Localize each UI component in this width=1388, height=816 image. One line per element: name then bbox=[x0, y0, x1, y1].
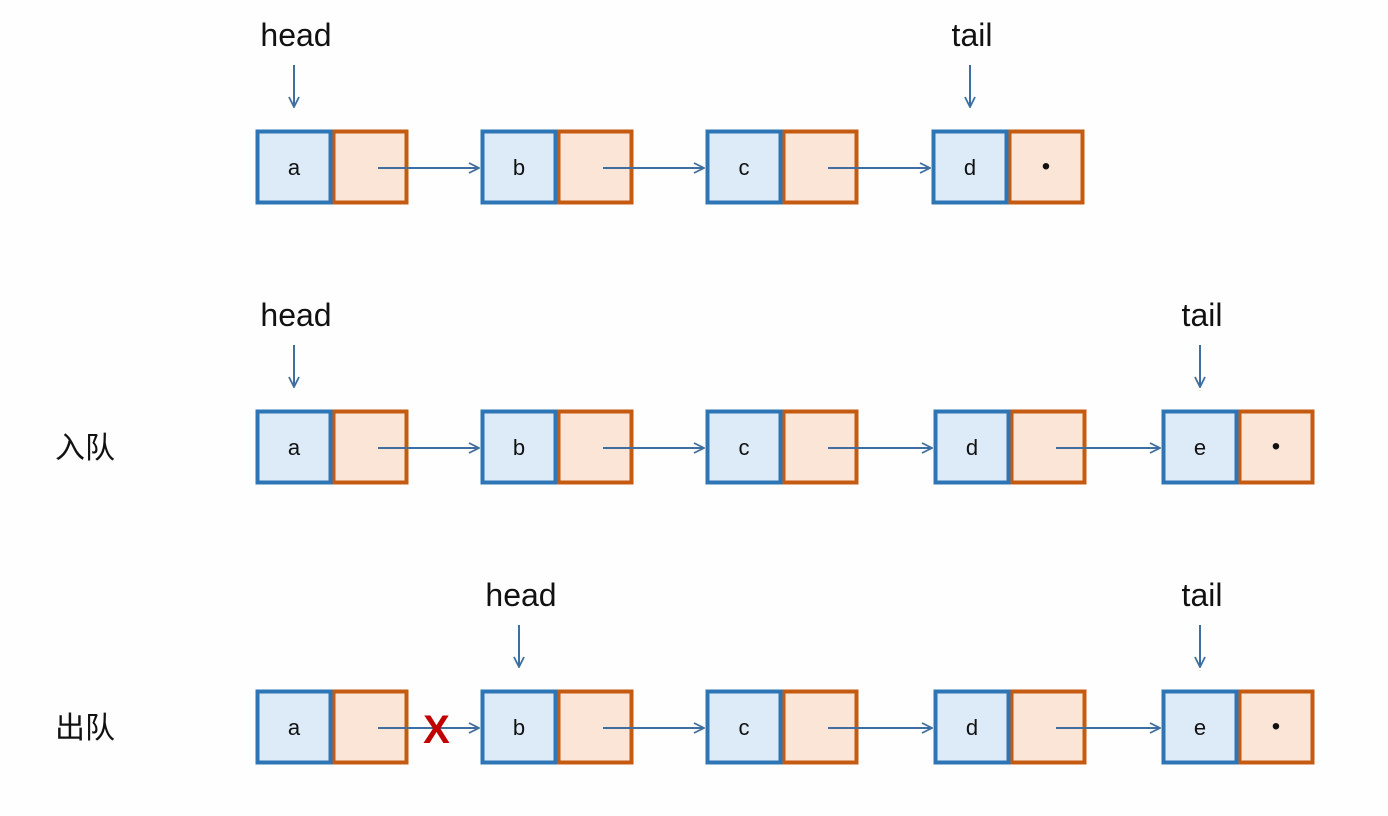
node-value: b bbox=[513, 155, 525, 180]
null-marker: • bbox=[1272, 433, 1280, 460]
head-pointer: head bbox=[485, 577, 557, 667]
node-value: b bbox=[513, 435, 525, 460]
node-data-cell bbox=[255, 409, 333, 485]
list-node: e bbox=[1161, 409, 1315, 485]
tail-pointer: tail bbox=[1182, 577, 1223, 667]
cut-link-mark: X bbox=[423, 708, 450, 752]
node-value: e bbox=[1194, 715, 1206, 740]
node-data-cell bbox=[1161, 689, 1239, 765]
node-data-cell bbox=[255, 129, 333, 205]
row-label: 入队 bbox=[55, 431, 115, 466]
list-node: e bbox=[1161, 689, 1315, 765]
node-data-cell bbox=[705, 409, 783, 485]
list-node: d bbox=[933, 689, 1087, 765]
node-value: e bbox=[1194, 435, 1206, 460]
list-node: c bbox=[705, 409, 859, 485]
null-marker: • bbox=[1272, 713, 1280, 740]
tail-pointer: tail bbox=[1182, 297, 1223, 387]
list-node: d bbox=[933, 409, 1087, 485]
node-next-cell bbox=[1237, 689, 1315, 765]
null-marker: • bbox=[1042, 153, 1050, 180]
node-value: a bbox=[288, 155, 301, 180]
node-value: a bbox=[288, 715, 301, 740]
node-data-cell bbox=[933, 409, 1011, 485]
node-value: c bbox=[739, 435, 750, 460]
node-value: d bbox=[966, 715, 978, 740]
tail-label: tail bbox=[1182, 577, 1223, 613]
queue-row-2: 入队 a b c d e • head tail bbox=[55, 297, 1315, 485]
node-data-cell bbox=[705, 689, 783, 765]
node-data-cell bbox=[480, 409, 558, 485]
list-node: d bbox=[931, 129, 1085, 205]
head-label: head bbox=[485, 577, 556, 613]
node-next-cell bbox=[1007, 129, 1085, 205]
node-data-cell bbox=[480, 129, 558, 205]
node-data-cell bbox=[1161, 409, 1239, 485]
node-data-cell bbox=[480, 689, 558, 765]
list-node: b bbox=[480, 409, 634, 485]
node-data-cell bbox=[933, 689, 1011, 765]
node-data-cell bbox=[931, 129, 1009, 205]
head-label: head bbox=[260, 17, 331, 53]
node-value: a bbox=[288, 435, 301, 460]
tail-label: tail bbox=[1182, 297, 1223, 333]
head-label: head bbox=[260, 297, 331, 333]
node-value: c bbox=[739, 715, 750, 740]
head-pointer: head bbox=[260, 17, 332, 107]
node-value: b bbox=[513, 715, 525, 740]
node-value: d bbox=[966, 435, 978, 460]
node-data-cell bbox=[705, 129, 783, 205]
node-value: d bbox=[964, 155, 976, 180]
node-value: c bbox=[739, 155, 750, 180]
head-pointer: head bbox=[260, 297, 332, 387]
tail-label: tail bbox=[952, 17, 993, 53]
row-label: 出队 bbox=[55, 711, 115, 746]
queue-row-1: a b c d • head tail bbox=[255, 17, 1085, 205]
node-next-cell bbox=[1237, 409, 1315, 485]
tail-pointer: tail bbox=[952, 17, 993, 107]
node-data-cell bbox=[255, 689, 333, 765]
